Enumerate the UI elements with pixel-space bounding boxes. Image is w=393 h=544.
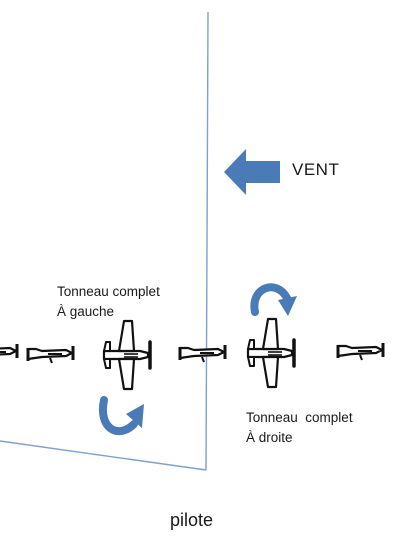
airplane-side-view-1: [0, 342, 19, 363]
diagonal-reference-line: [0, 440, 207, 471]
airplane-side-view-3: [178, 343, 227, 364]
roll-left-caption-line1: Tonneau complet: [57, 284, 160, 299]
pilot-label: pilote: [170, 510, 214, 530]
airplane-top-view-right: [246, 317, 296, 389]
airplane-top-view-left: [102, 319, 152, 391]
airplane-side-view-4: [336, 341, 385, 362]
left-arrow-icon: [224, 149, 280, 195]
roll-arrow-down-icon: [98, 396, 144, 436]
vertical-reference-line: [205, 11, 209, 471]
roll-right-caption-line1: Tonneau complet: [246, 410, 353, 425]
roll-arrow-up-icon: [250, 283, 297, 316]
roll-right-caption-line2: À droite: [246, 430, 293, 445]
airplane-side-view-2: [26, 344, 75, 365]
roll-left-caption-line2: À gauche: [57, 304, 115, 319]
wind-label: VENT: [292, 160, 340, 179]
